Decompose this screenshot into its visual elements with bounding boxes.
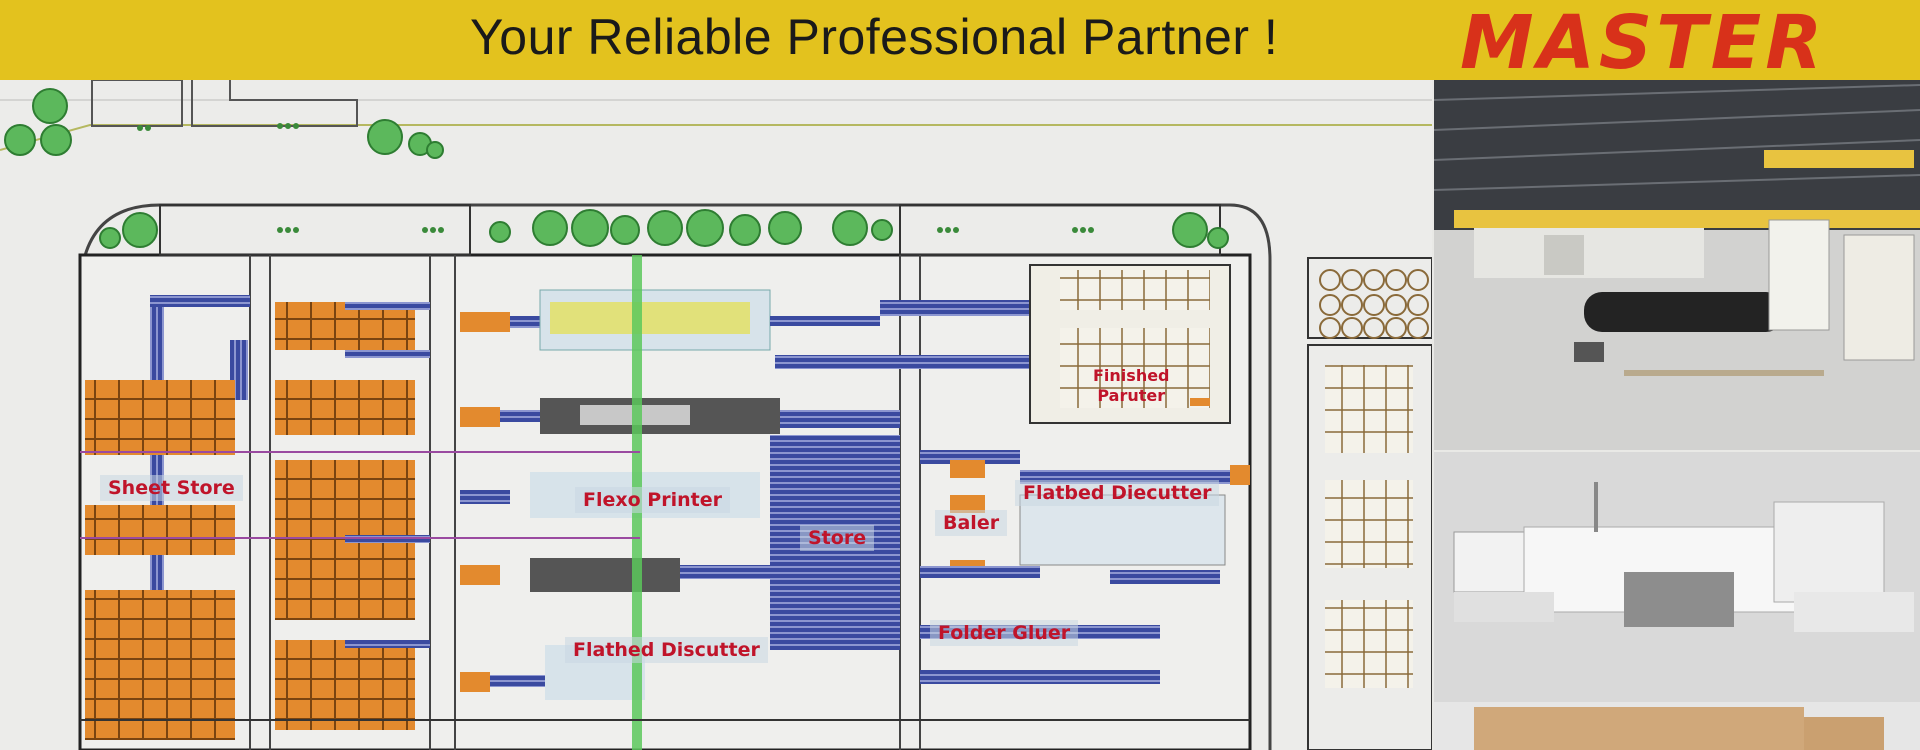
flexo-printer-machine-photo (1434, 452, 1920, 750)
brand-logo: MASTER (1460, 0, 1827, 86)
area-label-flexo-printer: Flexo Printer (575, 487, 730, 513)
tagline: Your Reliable Professional Partner ! (470, 9, 1279, 65)
area-label-sheet-store: Sheet Store (100, 475, 243, 501)
area-label-flatbed-diecutter: Flatbed Diecutter (1015, 480, 1220, 506)
corrugated-production-line-photo (1434, 80, 1920, 450)
factory-layout-plan: Sheet Store Flexo Printer Store Baler Fl… (0, 80, 1432, 750)
area-label-baler: Baler (935, 510, 1008, 536)
area-label-store: Store (800, 525, 875, 551)
area-label-finished-product: Finished Paruter (1093, 366, 1170, 405)
header-banner: Your Reliable Professional Partner ! MAS… (0, 0, 1920, 86)
area-label-folder-gluer: Folder Gluer (930, 620, 1079, 646)
area-label-flathed-discutter: Flathed Discutter (565, 637, 768, 663)
